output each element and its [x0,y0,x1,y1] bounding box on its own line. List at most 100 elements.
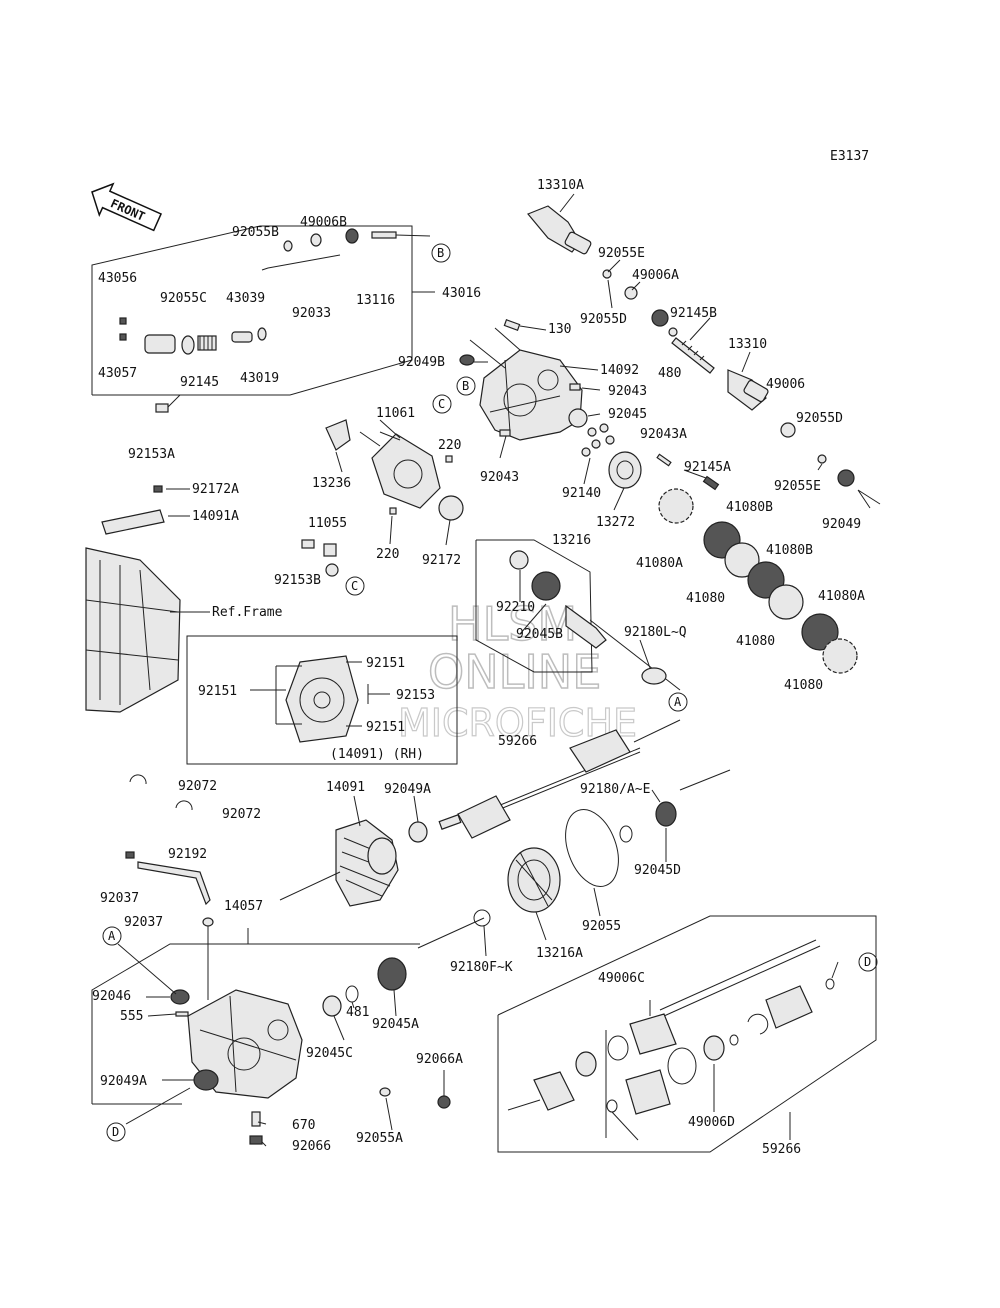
callout-b-mid [456,376,476,396]
part-label: 43057 [98,366,137,381]
rh-inset-box [186,635,458,765]
part-label: 41080A [818,589,865,604]
part-label: 92045 [608,407,647,422]
part-label: 49006D [688,1115,735,1130]
ring-gear-parts [417,769,731,949]
part-label: 92140 [562,486,601,501]
part-label: 49006C [598,971,645,986]
part-label: 41080 [686,591,725,606]
part-label: 43016 [442,286,481,301]
ref-frame-label: Ref.Frame [212,605,283,620]
part-label: 92055E [598,246,645,261]
part-label: 92049 [822,517,861,532]
callout-circles: B B C C A A D D [102,243,878,1142]
ring-gear-case [279,819,399,907]
part-label: 13236 [312,476,351,491]
callout-d-left-label: D [112,1125,119,1139]
part-label: 13216 [552,533,591,548]
part-label: 59266 [498,734,537,749]
inset-caption: (14091) (RH) [330,747,424,762]
part-label: 92055A [356,1131,403,1146]
callout-d-right [858,952,878,972]
part-label: 13310A [537,178,584,193]
part-label: 92045B [516,627,563,642]
callout-c-mid-label: C [351,579,358,593]
part-label: 92172A [192,482,239,497]
part-label: 130 [548,322,571,337]
watermark: HLSM ONLINE MICROFICHE [397,596,637,745]
part-label: 92043A [640,427,687,442]
part-label: 59266 [762,1142,801,1157]
part-label: 92072 [178,779,217,794]
part-label: 14091 [326,780,365,795]
part-label: 41080A [636,556,683,571]
part-label: 43039 [226,291,265,306]
differential-parts [581,423,858,674]
part-label: 41080 [736,634,775,649]
drive-shaft-59266-upper [408,719,681,843]
part-label: 49006B [300,215,347,230]
part-label: 670 [292,1118,315,1133]
part-label: 480 [658,366,681,381]
clamps-and-breather [125,774,214,1000]
callout-c-mid [345,576,365,596]
group-43016-parts [119,228,431,413]
part-label: 11055 [308,516,347,531]
part-label: 43056 [98,271,137,286]
part-label: 92049A [100,1074,147,1089]
part-label: 92055B [232,225,279,240]
part-labels: 13310A 92055E 49006A 92055D 92145B 480 1… [92,178,865,1157]
part-label: 92180L~Q [624,625,687,640]
part-label: 92153B [274,573,321,588]
part-label: 555 [120,1009,143,1024]
part-label: 92055 [582,919,621,934]
part-label: 41080 [784,678,823,693]
part-label: 14057 [224,899,263,914]
callout-a-low [102,926,122,946]
part-label: 13116 [356,293,395,308]
part-label: 92153 [396,688,435,703]
part-label: 41080B [766,543,813,558]
leader-lines [117,193,839,1147]
part-label: 92046 [92,989,131,1004]
part-label: 14091A [192,509,239,524]
propeller-shaft-parts [527,205,881,509]
part-label: 92033 [292,306,331,321]
part-label: 92145A [684,460,731,475]
callout-b-mid-label: B [462,379,469,393]
part-label: 92172 [422,553,461,568]
part-label: 92210 [496,600,535,615]
part-label: 92045C [306,1046,353,1061]
callout-d-right-label: D [864,955,871,969]
part-label: 43019 [240,371,279,386]
part-label: 92037 [100,891,139,906]
part-label: 220 [376,547,399,562]
part-label: 92055D [796,411,843,426]
final-gear-case [91,928,451,1145]
part-label: 92151 [366,656,405,671]
part-label: 92055D [580,312,627,327]
part-label: 92049B [398,355,445,370]
callout-c-top [432,394,452,414]
part-label: 92151 [198,684,237,699]
part-label: 13310 [728,337,767,352]
part-label: 92151 [366,720,405,735]
part-label: 92037 [124,915,163,930]
part-label: 92072 [222,807,261,822]
callout-b-top-label: B [437,246,444,260]
part-label: 220 [438,438,461,453]
drive-shaft-59266-lower [497,915,877,1153]
callout-b-top [431,243,451,263]
part-label: 49006A [632,268,679,283]
part-label: 13272 [596,515,635,530]
front-gear-case [459,319,588,441]
pinion-box [475,539,681,691]
part-label: 92045A [372,1017,419,1032]
part-label: 92066A [416,1052,463,1067]
part-label: 92153A [128,447,175,462]
callout-a-mid [668,692,688,712]
part-label: 92066 [292,1139,331,1154]
part-label: 41080B [726,500,773,515]
part-label: 92049A [384,782,431,797]
